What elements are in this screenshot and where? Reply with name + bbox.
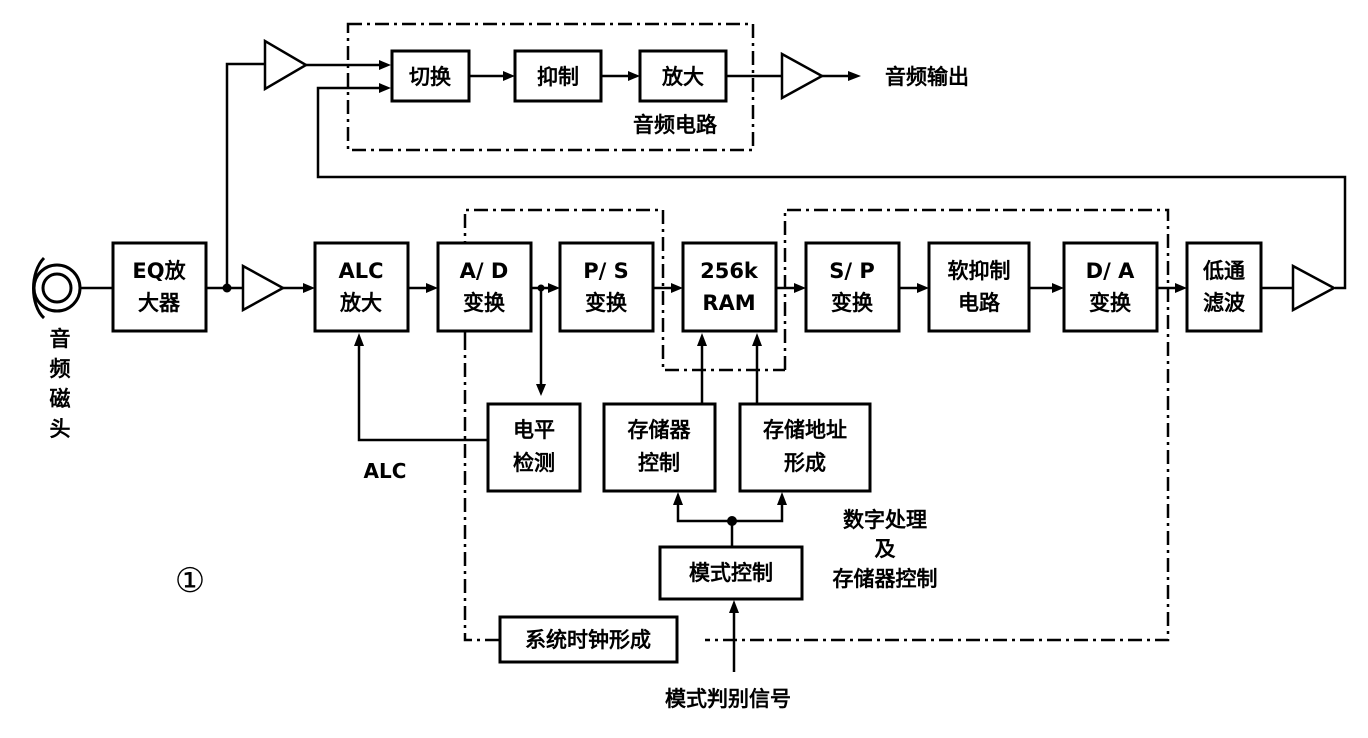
mode-control-block bbox=[658, 545, 804, 601]
ram-label-2: RAM bbox=[702, 291, 755, 315]
digital-region-right bbox=[705, 208, 1170, 642]
mode-signal-label: 模式判别信号 bbox=[665, 687, 791, 711]
ad-converter-label-2: 变换 bbox=[463, 291, 506, 315]
wire-alc-feedback bbox=[357, 345, 488, 442]
junction-ad bbox=[537, 284, 545, 292]
arrow-to-addr bbox=[777, 492, 787, 505]
main-amplifier bbox=[241, 263, 286, 313]
arrow-to-ram bbox=[671, 283, 683, 293]
audio-output-label: 音频输出 bbox=[885, 65, 969, 89]
audio-head-char-1: 音 bbox=[50, 327, 71, 351]
junction-mode bbox=[727, 516, 737, 526]
arrow-to-da bbox=[1052, 283, 1064, 293]
mode-control-label: 模式控制 bbox=[689, 561, 773, 585]
digital-region-bottom bbox=[463, 336, 500, 642]
address-gen-block bbox=[738, 402, 872, 493]
amplify-label: 放大 bbox=[661, 65, 704, 89]
da-converter-label-1: D/ A bbox=[1086, 259, 1135, 283]
audio-head-char-4: 头 bbox=[50, 417, 71, 441]
level-detect-label-2: 检测 bbox=[513, 451, 555, 475]
alc-amplifier-label-2: 放大 bbox=[339, 291, 382, 315]
arrow-to-soft bbox=[917, 283, 929, 293]
alc-amplifier-block bbox=[313, 241, 410, 333]
audio-head-char-2: 频 bbox=[50, 357, 71, 381]
da-converter-label-2: 变换 bbox=[1089, 291, 1132, 315]
sp-converter-label-1: S/ P bbox=[829, 259, 875, 283]
low-pass-filter-block bbox=[1185, 241, 1263, 333]
arrow-alc-feedback bbox=[354, 333, 364, 346]
arrow-to-switch-1 bbox=[379, 60, 391, 70]
arrow-to-switch-2 bbox=[379, 83, 391, 93]
sp-converter-block bbox=[804, 241, 901, 333]
sp-converter-label-2: 变换 bbox=[831, 291, 874, 315]
soft-suppress-label-1: 软抑制 bbox=[948, 259, 1011, 283]
low-pass-filter-label-2: 滤波 bbox=[1203, 291, 1246, 315]
ram-block bbox=[681, 241, 778, 333]
audio-circuit-label: 音频电路 bbox=[633, 113, 718, 137]
audio-head-icon bbox=[32, 256, 82, 320]
alc-amplifier-label-1: ALC bbox=[338, 259, 383, 283]
wire-branch-up bbox=[225, 62, 264, 288]
level-detect-label-1: 电平 bbox=[513, 418, 555, 442]
low-pass-filter-label-1: 低通 bbox=[1202, 259, 1245, 283]
ram-label-1: 256k bbox=[700, 259, 759, 283]
alc-feedback-label: ALC bbox=[364, 459, 407, 483]
level-detect-block bbox=[486, 402, 582, 493]
arrow-to-sp bbox=[794, 283, 806, 293]
figure-number: ① bbox=[175, 561, 205, 601]
ad-converter-block bbox=[436, 241, 533, 333]
ps-converter-block bbox=[558, 241, 655, 333]
eq-amplifier-block bbox=[111, 241, 208, 333]
address-gen-label-1: 存储地址 bbox=[763, 418, 847, 442]
top-amplifier bbox=[263, 38, 309, 92]
arrow-to-amplify bbox=[628, 71, 640, 81]
arrow-mode-signal bbox=[729, 600, 739, 613]
arrow-memctl-ram bbox=[697, 333, 707, 346]
switch-label: 切换 bbox=[409, 65, 452, 89]
digital-region-label-2: 及 bbox=[875, 537, 897, 561]
ps-converter-label-1: P/ S bbox=[583, 259, 629, 283]
system-clock-label: 系统时钟形成 bbox=[525, 628, 651, 652]
arrow-to-ps bbox=[548, 283, 560, 293]
address-gen-label-2: 形成 bbox=[784, 451, 826, 475]
arrow-to-ad bbox=[426, 283, 438, 293]
suppress-label: 抑制 bbox=[537, 65, 579, 89]
switch-block bbox=[390, 49, 471, 103]
eq-amplifier-label-1: EQ放 bbox=[132, 259, 186, 283]
output-amplifier bbox=[780, 51, 825, 101]
system-clock-block bbox=[498, 615, 679, 664]
da-converter-block bbox=[1062, 241, 1159, 333]
arrow-addr-ram bbox=[752, 333, 762, 346]
arrow-to-memctl bbox=[673, 492, 683, 505]
junction-eq bbox=[222, 283, 232, 293]
memory-control-label-1: 存储器 bbox=[628, 418, 692, 442]
ps-converter-label-2: 变换 bbox=[585, 291, 628, 315]
memory-control-label-2: 控制 bbox=[638, 451, 680, 475]
arrow-audio-out bbox=[848, 71, 861, 81]
soft-suppress-label-2: 电路 bbox=[958, 291, 1001, 315]
audio-head-char-3: 磁 bbox=[50, 387, 71, 411]
arrow-to-alc bbox=[303, 283, 315, 293]
final-amplifier bbox=[1291, 263, 1337, 313]
arrow-to-suppress bbox=[503, 71, 515, 81]
digital-region-label-1: 数字处理 bbox=[843, 508, 927, 532]
ad-converter-label-1: A/ D bbox=[460, 259, 509, 283]
memory-control-block bbox=[602, 402, 717, 493]
arrow-to-level bbox=[536, 384, 546, 396]
arrow-to-lpf bbox=[1175, 283, 1187, 293]
soft-suppress-block bbox=[927, 241, 1031, 333]
digital-region-label-3: 存储器控制 bbox=[833, 567, 938, 591]
wire-return bbox=[316, 86, 1347, 290]
eq-amplifier-label-2: 大器 bbox=[138, 291, 181, 315]
